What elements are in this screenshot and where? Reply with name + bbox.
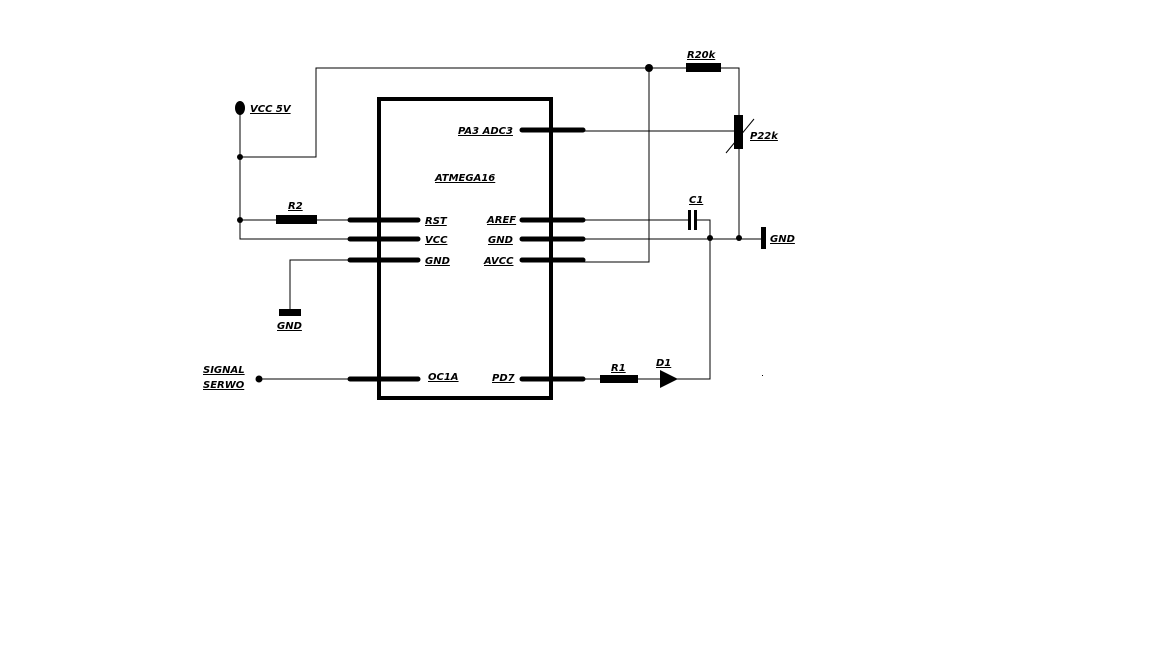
gnd-right-symbol [761,227,766,249]
gnd-right-label: GND [770,234,795,245]
junction-gnd-pot [736,235,742,241]
pin-pa3-label: PA3 ADC3 [458,126,513,137]
gnd-left-label: GND [277,321,302,332]
pin-gnd-right-label: GND [488,235,513,246]
capacitor-c1-plate-a [688,210,691,230]
c1-wire [697,219,711,238]
pin-avcc-label: AVCC [483,256,514,267]
signal-label-line2: SERWO [203,380,245,391]
ic-name-label: ATMEGA16 [434,173,495,184]
avcc-wire [583,68,650,263]
pin-pd7-label: PD7 [492,373,515,384]
vcc-label: VCC 5V [250,104,292,115]
stray-pixel [762,375,763,376]
c1-label: C1 [689,195,703,206]
gnd-left-symbol [279,309,301,316]
p22k-label: P22k [750,131,779,142]
pin-vcc-label: VCC [425,235,448,246]
vcc-wire [239,108,350,240]
r20k-label: R20k [687,50,717,61]
pin-rst-label: RST [425,216,448,227]
gnd-left-wire [289,259,350,310]
pin-oc1a-label: OC1A [428,372,459,383]
vcc-top-wire [240,67,740,238]
capacitor-c1-plate-b [694,210,697,230]
pd7-wire [583,238,711,380]
resistor-r1 [600,375,638,383]
ic-body [377,97,553,400]
resistor-r20k [686,63,721,72]
r1-label: R1 [611,363,626,374]
pin-aref-label: AREF [486,215,516,226]
signal-label-line1: SIGNAL [203,365,245,376]
d1-label: D1 [656,358,671,369]
resistor-r2 [276,215,317,224]
r2-label: R2 [288,201,303,212]
potentiometer-arrow [725,118,755,154]
potentiometer-p22k [734,115,743,149]
diode-d1 [660,370,678,388]
pin-gnd-left-label: GND [425,256,450,267]
